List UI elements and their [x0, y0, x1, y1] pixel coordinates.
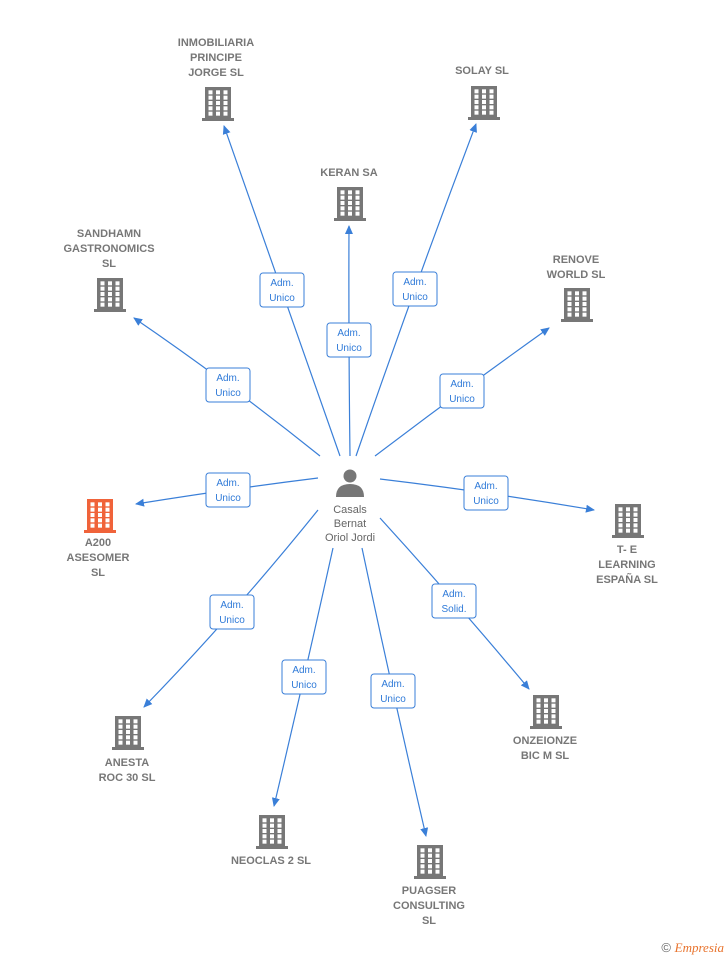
company-label: ROC 30 SL [99, 772, 156, 784]
brand-logo: Empresia [674, 940, 724, 955]
company-label: RENOVE [553, 254, 599, 266]
company-label: BIC M SL [521, 750, 570, 762]
role-label: Adm. [216, 373, 239, 384]
role-label: Unico [215, 388, 241, 399]
company-label: PUAGSER [402, 885, 456, 897]
role-label: Adm. [292, 665, 315, 676]
company-label: SL [102, 258, 116, 270]
role-label: Unico [380, 694, 406, 705]
footer-credit[interactable]: © Empresia [661, 940, 724, 956]
building-icon[interactable] [334, 187, 366, 221]
company-node-renove[interactable]: RENOVE WORLD SL [547, 254, 606, 322]
role-box-renove[interactable]: Adm. Unico [439, 373, 485, 409]
edges-layer [133, 123, 595, 837]
company-label: A200 [85, 537, 111, 549]
company-label: ONZEIONZE [513, 735, 577, 747]
roles-layer: Adm.UnicoAdm.UnicoAdm.UnicoAdm.UnicoAdm.… [205, 271, 509, 709]
company-label: PRINCIPE [190, 52, 242, 64]
company-node-neoclas[interactable]: NEOCLAS 2 SL [231, 815, 311, 867]
role-label: Unico [336, 343, 362, 354]
role-label: Solid. [441, 604, 466, 615]
building-icon[interactable] [256, 815, 288, 849]
company-node-onzeionze[interactable]: ONZEIONZE BIC M SL [513, 695, 577, 762]
company-node-anesta[interactable]: ANESTA ROC 30 SL [99, 716, 156, 784]
role-label: Unico [269, 293, 295, 304]
person-name: Oriol Jordi [325, 532, 375, 544]
company-node-keran[interactable]: KERAN SA [320, 167, 378, 221]
person-name: Bernat [334, 518, 366, 530]
company-label: SL [422, 915, 436, 927]
role-label: Adm. [220, 600, 243, 611]
role-box-puagser[interactable]: Adm. Unico [370, 673, 416, 709]
person-icon [336, 469, 364, 497]
role-label: Adm. [381, 679, 404, 690]
role-label: Unico [402, 292, 428, 303]
company-label: CONSULTING [393, 900, 465, 912]
role-box-a200[interactable]: Adm. Unico [205, 472, 251, 508]
role-label: Unico [291, 680, 317, 691]
role-box-keran[interactable]: Adm. Unico [326, 322, 372, 358]
role-label: Unico [449, 394, 475, 405]
person-name: Casals [333, 504, 367, 516]
role-label: Adm. [442, 589, 465, 600]
company-label: ANESTA [105, 757, 149, 769]
company-label: SOLAY SL [455, 65, 509, 77]
role-box-neoclas[interactable]: Adm. Unico [281, 659, 327, 695]
building-icon[interactable] [94, 278, 126, 312]
building-icon[interactable] [84, 499, 116, 533]
role-box-onzeionze[interactable]: Adm. Solid. [431, 583, 477, 619]
company-node-te-learning[interactable]: T- E LEARNING ESPAÑA SL [596, 504, 658, 586]
company-node-inmobiliaria[interactable]: INMOBILIARIA PRINCIPE JORGE SL [178, 37, 254, 121]
company-node-puagser[interactable]: PUAGSER CONSULTING SL [393, 845, 465, 927]
company-label: GASTRONOMICS [63, 243, 154, 255]
role-label: Adm. [216, 478, 239, 489]
company-label: SANDHAMN [77, 228, 141, 240]
company-node-sandhamn[interactable]: SANDHAMN GASTRONOMICS SL [63, 228, 155, 312]
role-label: Adm. [403, 277, 426, 288]
company-label: ESPAÑA SL [596, 573, 658, 586]
role-label: Unico [215, 493, 241, 504]
role-box-te-learning[interactable]: Adm. Unico [463, 475, 509, 511]
nodes-layer: INMOBILIARIA PRINCIPE JORGE SL SOLAY SL KERA… [63, 37, 658, 927]
role-label: Adm. [474, 481, 497, 492]
role-box-sandhamn[interactable]: Adm. Unico [205, 367, 251, 403]
company-node-solay[interactable]: SOLAY SL [455, 65, 509, 120]
building-icon[interactable] [414, 845, 446, 879]
building-icon[interactable] [530, 695, 562, 729]
role-box-anesta[interactable]: Adm. Unico [209, 594, 255, 630]
building-icon[interactable] [468, 86, 500, 120]
company-label: KERAN SA [320, 167, 378, 179]
role-label: Unico [473, 496, 499, 507]
company-label: JORGE SL [188, 67, 244, 79]
building-icon[interactable] [561, 288, 593, 322]
building-icon[interactable] [112, 716, 144, 750]
company-label: ASESOMER [67, 552, 130, 564]
role-label: Adm. [337, 328, 360, 339]
building-icon[interactable] [202, 87, 234, 121]
role-box-solay[interactable]: Adm. Unico [392, 271, 438, 307]
company-label: WORLD SL [547, 269, 606, 281]
role-label: Unico [219, 615, 245, 626]
company-label: LEARNING [598, 559, 655, 571]
company-label: NEOCLAS 2 SL [231, 855, 311, 867]
role-label: Adm. [270, 278, 293, 289]
company-label: SL [91, 567, 105, 579]
role-label: Adm. [450, 379, 473, 390]
company-label: INMOBILIARIA [178, 37, 254, 49]
company-label: T- E [617, 544, 637, 556]
copyright-symbol: © [661, 940, 672, 955]
role-box-inmobiliaria[interactable]: Adm. Unico [259, 272, 305, 308]
building-icon[interactable] [612, 504, 644, 538]
